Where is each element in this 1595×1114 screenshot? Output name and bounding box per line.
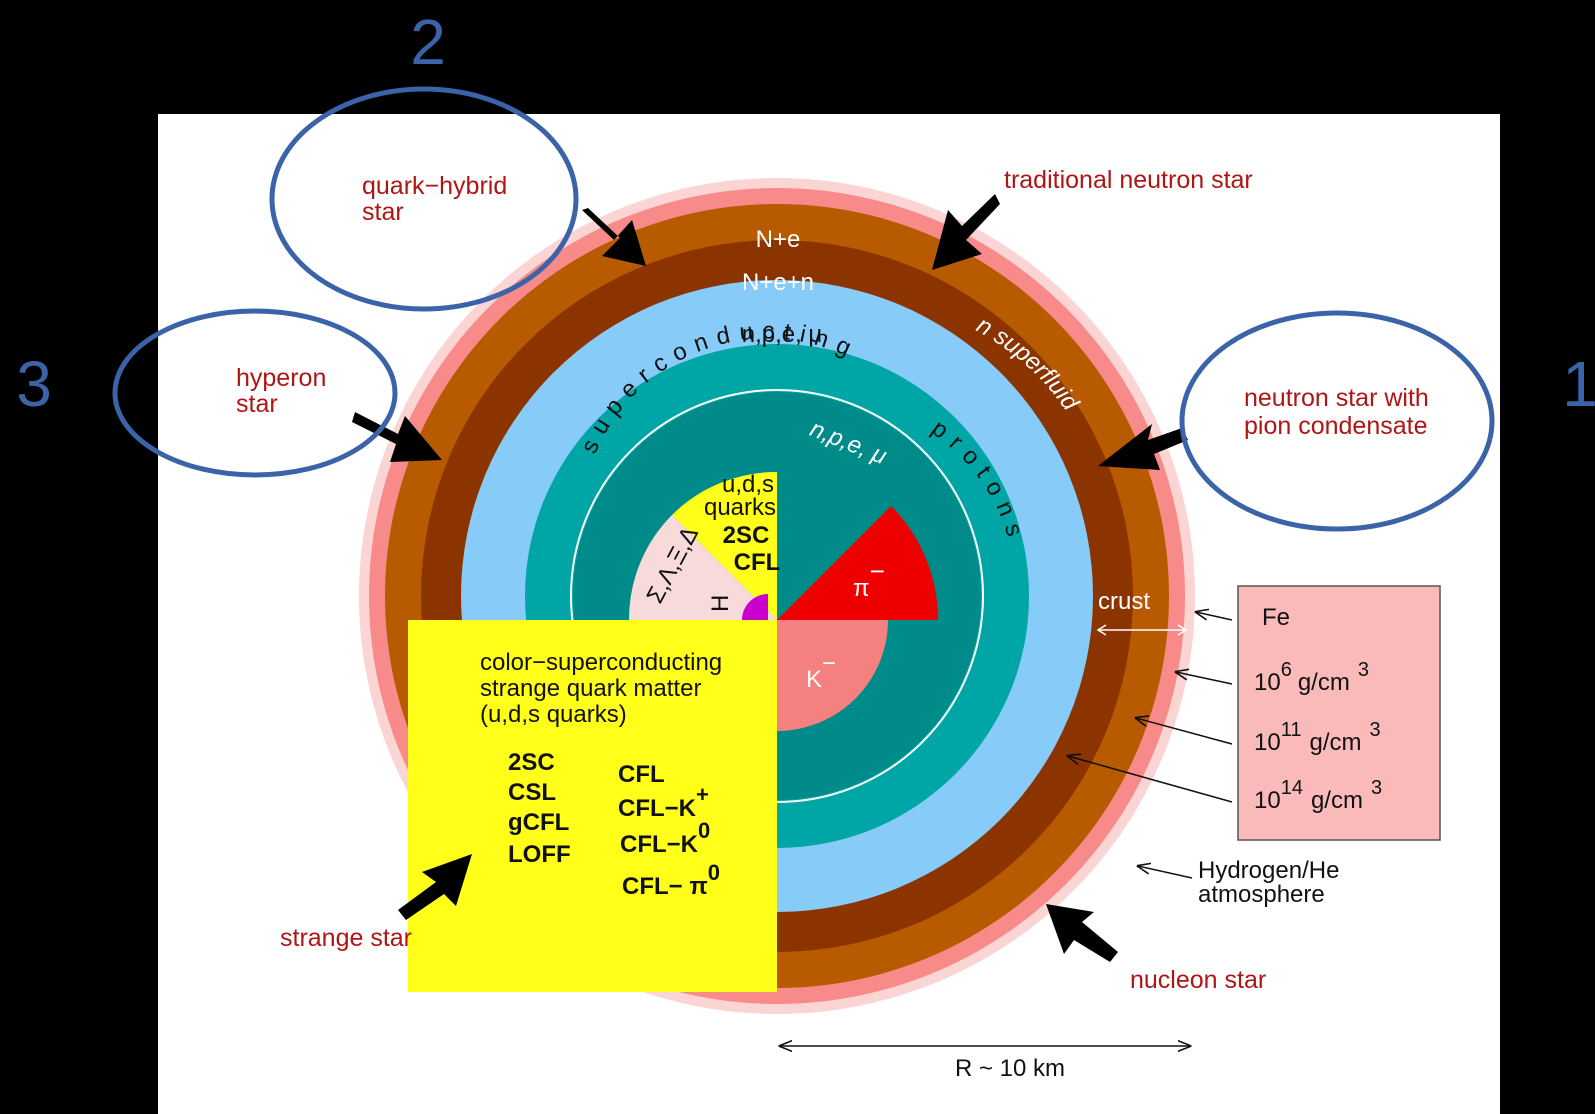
atmosphere-label-1: Hydrogen/He	[1198, 857, 1339, 884]
phase-cfl: CFL	[618, 761, 665, 788]
quark-matter-line-2: strange quark matter	[480, 675, 701, 702]
crust-label: crust	[1098, 588, 1150, 615]
phase-cfl-pi0: CFL− π0	[622, 860, 720, 900]
npe-mu-label: n,p,e, μ	[742, 321, 823, 348]
pion-condensate-label-2: pion condensate	[1244, 412, 1427, 440]
phase-2sc: 2SC	[508, 749, 555, 776]
traditional-arrow	[932, 194, 1000, 270]
hyperon-arrow	[352, 412, 442, 462]
uds-quarks-sector	[672, 471, 777, 620]
pion-condensate-label-1: neutron star with	[1244, 384, 1429, 412]
callout-ovals	[112, 86, 1495, 532]
ne-label: N+e	[756, 226, 801, 253]
strange-star-label: strange star	[280, 924, 412, 952]
callout-oval-3	[112, 308, 398, 478]
density-pointers	[1068, 612, 1233, 879]
quark-matter-line-3: (u,d,s quarks)	[480, 701, 627, 728]
quark-hybrid-label-2: star	[362, 198, 404, 226]
phase-cfl-k0: CFL−K0	[620, 818, 710, 858]
pion-sector	[777, 506, 939, 620]
phase-cfl-k-plus: CFL−K+	[618, 782, 709, 822]
quark-matter-line-1: color−superconducting	[480, 649, 722, 676]
star-type-arrows	[352, 194, 1188, 962]
pion-condensate-arrow	[1098, 424, 1188, 470]
hyperon-star-label-1: hyperon	[236, 364, 326, 392]
nen-label: N+e+n	[742, 269, 814, 296]
atmosphere-label-2: atmosphere	[1198, 881, 1325, 908]
h-label: H	[707, 595, 734, 612]
hyperon-sector	[628, 515, 777, 620]
nucleon-star-label: nucleon star	[1130, 966, 1266, 994]
fe-label: Fe	[1262, 604, 1290, 631]
radius-label: R ~ 10 km	[955, 1055, 1065, 1082]
kaon-sector	[777, 620, 888, 731]
core-sectors	[408, 471, 939, 992]
uds-label-1: u,d,s	[722, 471, 774, 498]
callout-oval-2	[269, 86, 579, 312]
uds-cfl-label: CFL	[734, 549, 781, 576]
traditional-neutron-star-label: traditional neutron star	[1004, 166, 1253, 194]
quark-hybrid-arrow	[582, 208, 646, 266]
phase-csl: CSL	[508, 779, 556, 806]
crust-arrowheads	[1096, 624, 1188, 636]
uds-label-2: quarks	[704, 494, 776, 521]
hyperon-star-label-2: star	[236, 390, 278, 418]
callout-number-2: 2	[410, 6, 446, 78]
uds-2sc-label: 2SC	[723, 522, 770, 549]
quark-matter-quadrant	[408, 620, 777, 992]
callout-number-3: 3	[16, 348, 52, 420]
phase-loff: LOFF	[508, 841, 571, 868]
nucleon-star-arrow	[1046, 904, 1118, 962]
callout-number-1: 1	[1562, 348, 1595, 420]
pion-label: π−	[853, 556, 885, 602]
kaon-label: K−	[806, 650, 836, 693]
strange-star-arrow	[398, 854, 472, 920]
callout-oval-1	[1179, 310, 1495, 532]
quark-hybrid-label-1: quark−hybrid	[362, 172, 507, 200]
phase-gcfl: gCFL	[508, 809, 569, 836]
h-dibaryon-sector	[742, 594, 768, 620]
